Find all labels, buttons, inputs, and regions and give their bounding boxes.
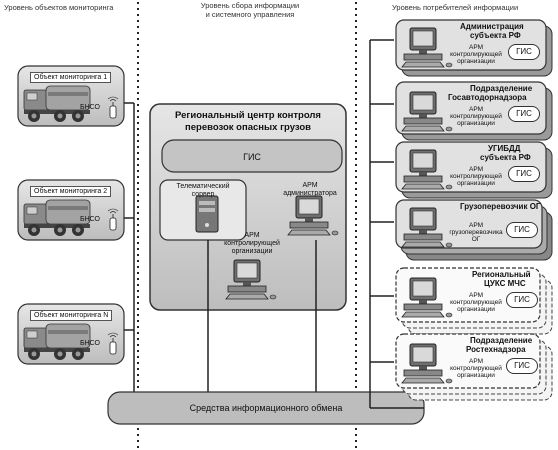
consumer-3-arm-line3: организации [457, 180, 495, 187]
arm-ctrl-line2: контролирующей [224, 240, 280, 247]
consumer-2-title-line1: Подразделение [470, 84, 533, 93]
consumer-3-arm-line1: АРМ [468, 166, 483, 173]
consumer-3-gis: ГИС [508, 166, 540, 182]
regional-center-box [149, 103, 347, 311]
consumer-2-title-line2: Госавтодорнадзора [448, 93, 527, 102]
consumer-5-arm-line1: АРМ [468, 292, 483, 299]
consumer-2-arm-line3: организации [457, 120, 495, 127]
consumer-2-arm-line1: АРМ [468, 106, 483, 113]
object-n-bnso: БНСО [80, 340, 100, 347]
consumer-connectors [369, 39, 424, 409]
telematics-label-line2: сорвер [191, 191, 215, 198]
object-1-label: Объект мониторинга 1 [30, 72, 112, 83]
header-monitoring-level: Уровень объектов мониторинга [4, 3, 114, 12]
consumer-1-title-line2: субъекта РФ [470, 31, 521, 40]
header-collection-level-line1: Уровень сбора информации [200, 1, 300, 10]
center-title-line2: перевозок опасных грузов [185, 122, 311, 133]
center-title-line1: Региональный центр контроля [175, 110, 321, 121]
consumer-3-arm-line2: контролирующей [450, 173, 502, 180]
consumer-2-gis: ГИС [508, 106, 540, 122]
consumer-1-arm-line3: организации [457, 58, 495, 65]
consumer-box-2 [395, 81, 553, 141]
consumer-6-title-line2: Ростехнадзора [466, 345, 526, 354]
consumer-box-1 [395, 19, 553, 77]
consumer-3-title-line1: УГИБДД [488, 144, 521, 153]
consumer-1-arm-line2: контролирующей [450, 51, 502, 58]
object-n-label: Объект мониторинга N [30, 310, 113, 321]
consumer-box-4 [395, 199, 553, 261]
consumer-4-title-line1: Грузоперевозчик ОГ [460, 202, 541, 211]
consumer-4-arm-line3: ОГ [471, 236, 481, 243]
consumer-6-gis: ГИС [506, 358, 538, 374]
consumer-1-gis: ГИС [508, 44, 540, 60]
consumer-5-title-line2: ЦУКС МЧС [484, 279, 526, 288]
consumer-6-arm-line3: организации [457, 372, 495, 379]
consumer-1-arm-line1: АРМ [468, 44, 483, 51]
header-collection-level-line2: и системного управления [205, 10, 295, 19]
consumer-5-gis: ГИС [506, 292, 538, 308]
consumer-2-arm-line2: контролирующей [450, 113, 502, 120]
consumer-5-arm-line3: организации [457, 306, 495, 313]
consumer-6-arm-line1: АРМ [468, 358, 483, 365]
consumer-4-arm-line2: грузоперевозчика [449, 229, 503, 236]
consumer-5-arm-line2: контролирующей [450, 299, 502, 306]
consumer-3-title-line2: субъекта РФ [480, 153, 531, 162]
consumer-6-arm-line2: контролирующей [450, 365, 502, 372]
arm-ctrl-line1: АРМ [244, 232, 260, 239]
center-connectors [207, 240, 317, 392]
consumer-4-gis: ГИС [506, 222, 538, 238]
arm-admin-line2: администратора [283, 190, 337, 197]
consumer-4-arm-line1: АРМ [468, 222, 483, 229]
object-2-label: Объект мониторинга 2 [30, 186, 112, 197]
object-2-bnso: БНСО [80, 216, 100, 223]
bus-label: Средства информационного обмена [189, 403, 343, 413]
arm-admin-line1: АРМ [302, 182, 318, 189]
consumer-box-3 [395, 141, 553, 199]
consumer-5-title-line1: Региональный [472, 270, 531, 279]
center-gis-label: ГИС [243, 152, 261, 162]
consumer-6-title-line1: Подразделение [470, 336, 533, 345]
header-consumers-level: Уровень потребителей информации [392, 3, 519, 12]
telematics-label-line1: Телематический [176, 183, 230, 190]
consumer-box-6 [395, 333, 553, 401]
arm-ctrl-line3: организации [231, 248, 273, 255]
object-1-bnso: БНСО [80, 104, 100, 111]
consumer-1-title-line1: Администрация [460, 22, 524, 31]
